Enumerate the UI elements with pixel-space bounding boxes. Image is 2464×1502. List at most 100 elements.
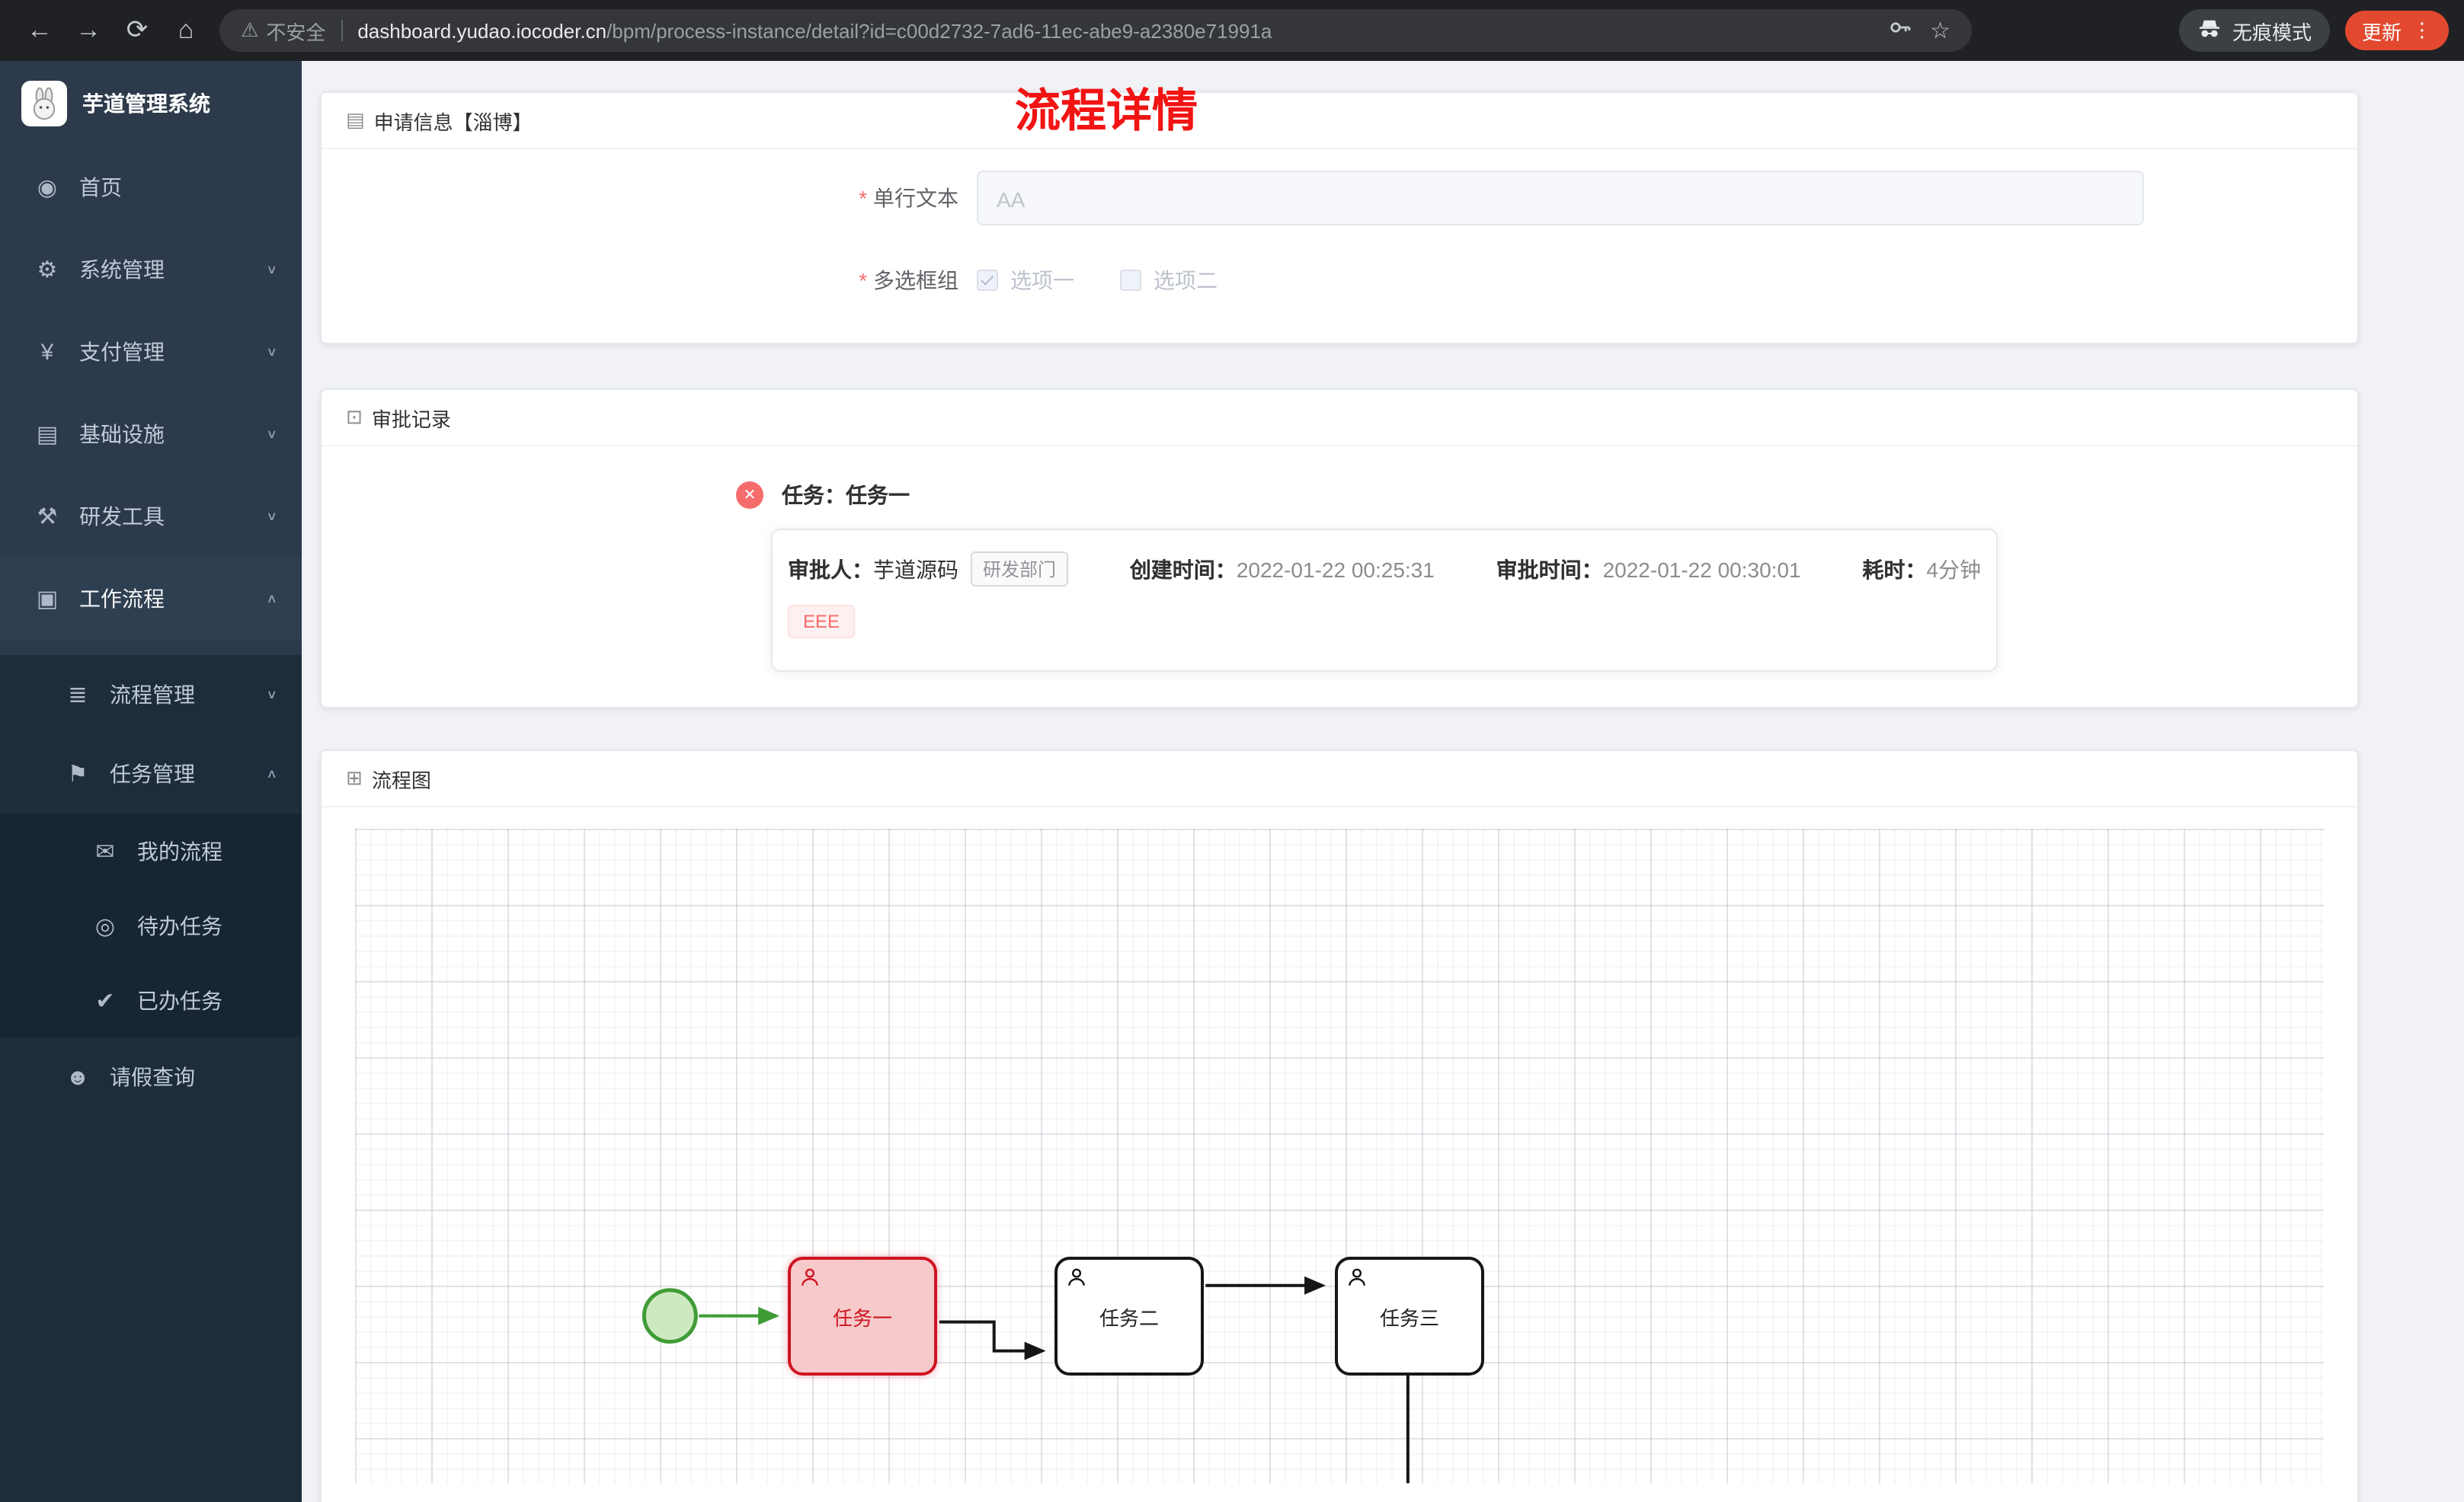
sidebar-item-my-processes[interactable]: ✉ 我的流程 — [0, 813, 302, 888]
application-info-header: ▤ 申请信息【淄博】 — [322, 93, 2357, 149]
sidebar-item-process-management[interactable]: ≣ 流程管理 ∨ — [0, 655, 302, 734]
form-row-checkbox-group: *多选框组 选项一 选项二 — [322, 265, 2357, 296]
application-info-card: ▤ 申请信息【淄博】 *单行文本 AA *多选框组 选项一 — [320, 91, 2359, 344]
approver-label: 审批人： — [788, 557, 873, 581]
sidebar-item-label: 待办任务 — [137, 913, 222, 938]
chevron-up-icon: ∧ — [266, 592, 277, 606]
task-node-label: 任务二 — [1099, 1306, 1159, 1329]
sidebar-item-todo-tasks[interactable]: ◎ 待办任务 — [0, 888, 302, 963]
sidebar-item-label: 首页 — [79, 175, 122, 200]
reason-tag: EEE — [788, 605, 856, 638]
sidebar-item-system-management[interactable]: ⚙ 系统管理 ∨ — [0, 228, 302, 311]
approval-records-card: ⊡ 审批记录 ✕ 任务：任务一 审批人： 芋道源码 研发部门 创建时间： 202… — [320, 388, 2359, 708]
checkbox-label: 选项二 — [1154, 268, 1218, 292]
home-icon[interactable]: ⌂ — [178, 15, 194, 44]
approve-time-value: 2022-01-22 00:30:01 — [1602, 557, 1801, 581]
single-line-text-input: AA — [977, 171, 2144, 225]
task-title: 任务：任务一 — [782, 483, 910, 507]
chevron-down-icon: ∨ — [266, 263, 277, 276]
application-info-title: 申请信息【淄博】 — [373, 110, 533, 133]
rabbit-logo-icon — [21, 81, 67, 126]
key-icon[interactable] — [1887, 14, 1912, 46]
chevron-down-icon: ∨ — [266, 688, 277, 701]
reload-icon[interactable]: ⟳ — [126, 15, 149, 44]
user-task-icon — [1347, 1267, 1367, 1292]
bpmn-canvas: 任务一 任务二 任务三 — [355, 829, 2324, 1484]
sidebar-item-task-management[interactable]: ⚑ 任务管理 ∧ — [0, 734, 302, 813]
field-label-checkbox-group: *多选框组 — [859, 268, 958, 292]
chevron-down-icon: ∨ — [266, 427, 277, 441]
bpmn-task-2: 任务二 — [1054, 1257, 1204, 1376]
tools-icon: ⚒ — [37, 504, 58, 530]
duration-label: 耗时： — [1862, 557, 1927, 581]
start-event-circle — [642, 1288, 698, 1344]
sidebar-item-leave-query[interactable]: ☻ 请假查询 — [0, 1037, 302, 1117]
sidebar-item-infrastructure[interactable]: ▤ 基础设施 ∨ — [0, 393, 302, 475]
sidebar-item-label: 基础设施 — [79, 422, 165, 446]
create-time-value: 2022-01-22 00:25:31 — [1236, 557, 1435, 581]
flow-task1-to-task2 — [939, 1320, 1046, 1360]
incognito-label: 无痕模式 — [2232, 21, 2312, 43]
checkbox-unchecked-icon — [1120, 270, 1141, 291]
grid-icon: ▤ — [36, 422, 59, 448]
chevron-down-icon: ∨ — [266, 510, 277, 523]
checkbox-option-2: 选项二 — [1120, 265, 1218, 296]
kebab-menu-icon[interactable]: ⋮ — [2412, 18, 2432, 41]
create-time-label: 创建时间： — [1129, 557, 1237, 581]
timeline-item: ✕ 任务：任务一 — [322, 446, 2357, 510]
briefcase-icon: ▣ — [36, 586, 59, 612]
sidebar-workflow-submenu: ≣ 流程管理 ∨ ⚑ 任务管理 ∧ ✉ 我的流程 ◎ 待办任务 — [0, 655, 302, 1117]
bookmark-star-icon[interactable]: ☆ — [1930, 18, 1950, 44]
process-diagram-title: 流程图 — [371, 769, 431, 791]
sidebar: 芋道管理系统 ◉ 首页 ⚙ 系统管理 ∨ ¥ 支付管理 ∨ ▤ — [0, 61, 302, 1502]
flag-icon: ⚑ — [67, 762, 88, 788]
back-icon[interactable]: ← — [27, 15, 53, 44]
sidebar-item-label: 任务管理 — [110, 762, 195, 786]
not-secure-warning-icon: ⚠ — [241, 18, 259, 41]
update-button[interactable]: 更新 ⋮ — [2344, 11, 2449, 50]
document-icon: ▤ — [346, 108, 365, 131]
sidebar-item-label: 工作流程 — [79, 586, 165, 611]
gear-icon: ⚙ — [37, 257, 58, 283]
dashboard-icon: ◉ — [37, 175, 58, 201]
task-node-label: 任务一 — [832, 1306, 892, 1329]
chevron-down-icon: ∨ — [266, 345, 277, 359]
process-diagram-header: ⊞ 流程图 — [322, 751, 2357, 807]
sidebar-item-workflow[interactable]: ▣ 工作流程 ∧ — [0, 558, 302, 640]
browser-toolbar: ← → ⟳ ⌂ ⚠ 不安全 dashboard.yudao.iocoder.cn… — [0, 0, 2464, 61]
user-task-icon — [800, 1267, 820, 1292]
sidebar-task-submenu: ✉ 我的流程 ◎ 待办任务 ✔ 已办任务 — [0, 813, 302, 1037]
app-logo-row: 芋道管理系统 — [0, 61, 302, 146]
sidebar-item-payment-management[interactable]: ¥ 支付管理 ∨ — [0, 311, 302, 393]
forward-icon[interactable]: → — [75, 15, 101, 44]
app-title: 芋道管理系统 — [82, 91, 210, 116]
approval-detail-line: 审批人： 芋道源码 研发部门 创建时间： 2022-01-22 00:25:31… — [788, 551, 1981, 586]
update-label: 更新 — [2361, 21, 2402, 43]
sidebar-item-label: 请假查询 — [110, 1065, 195, 1089]
sidebar-top-section: 芋道管理系统 ◉ 首页 ⚙ 系统管理 ∨ ¥ 支付管理 ∨ ▤ — [0, 61, 302, 655]
approve-time-label: 审批时间： — [1496, 557, 1603, 581]
sidebar-item-label: 系统管理 — [79, 257, 165, 282]
duration-value: 4分钟 — [1926, 557, 1981, 581]
sidebar-item-dev-tools[interactable]: ⚒ 研发工具 ∨ — [0, 475, 302, 558]
url-bar[interactable]: ⚠ 不安全 dashboard.yudao.iocoder.cn /bpm/pr… — [219, 9, 1972, 52]
form-row-text: *单行文本 AA — [322, 171, 2357, 225]
eye-icon: ◎ — [94, 913, 116, 939]
url-path: /bpm/process-instance/detail?id=c00d2732… — [606, 19, 1272, 42]
sidebar-item-home[interactable]: ◉ 首页 — [0, 146, 302, 228]
not-secure-label: 不安全 — [266, 21, 326, 43]
checkbox-checked-icon — [977, 270, 998, 291]
page-title: 流程详情 — [1015, 87, 1198, 137]
user-task-icon — [1067, 1267, 1086, 1292]
sidebar-item-done-tasks[interactable]: ✔ 已办任务 — [0, 963, 302, 1037]
checkbox-group: 选项一 选项二 — [977, 265, 1218, 296]
sidebar-item-label: 流程管理 — [110, 682, 195, 707]
process-diagram-card: ⊞ 流程图 — [320, 749, 2359, 1502]
url-domain: dashboard.yudao.iocoder.cn — [357, 19, 607, 42]
incognito-badge: 无痕模式 — [2178, 9, 2330, 52]
bpmn-connections — [642, 1276, 1410, 1484]
approval-records-title: 审批记录 — [371, 407, 451, 430]
yen-icon: ¥ — [40, 339, 54, 365]
main-content: 流程详情 ▤ 申请信息【淄博】 *单行文本 AA *多选框组 选项一 — [302, 61, 2464, 1502]
